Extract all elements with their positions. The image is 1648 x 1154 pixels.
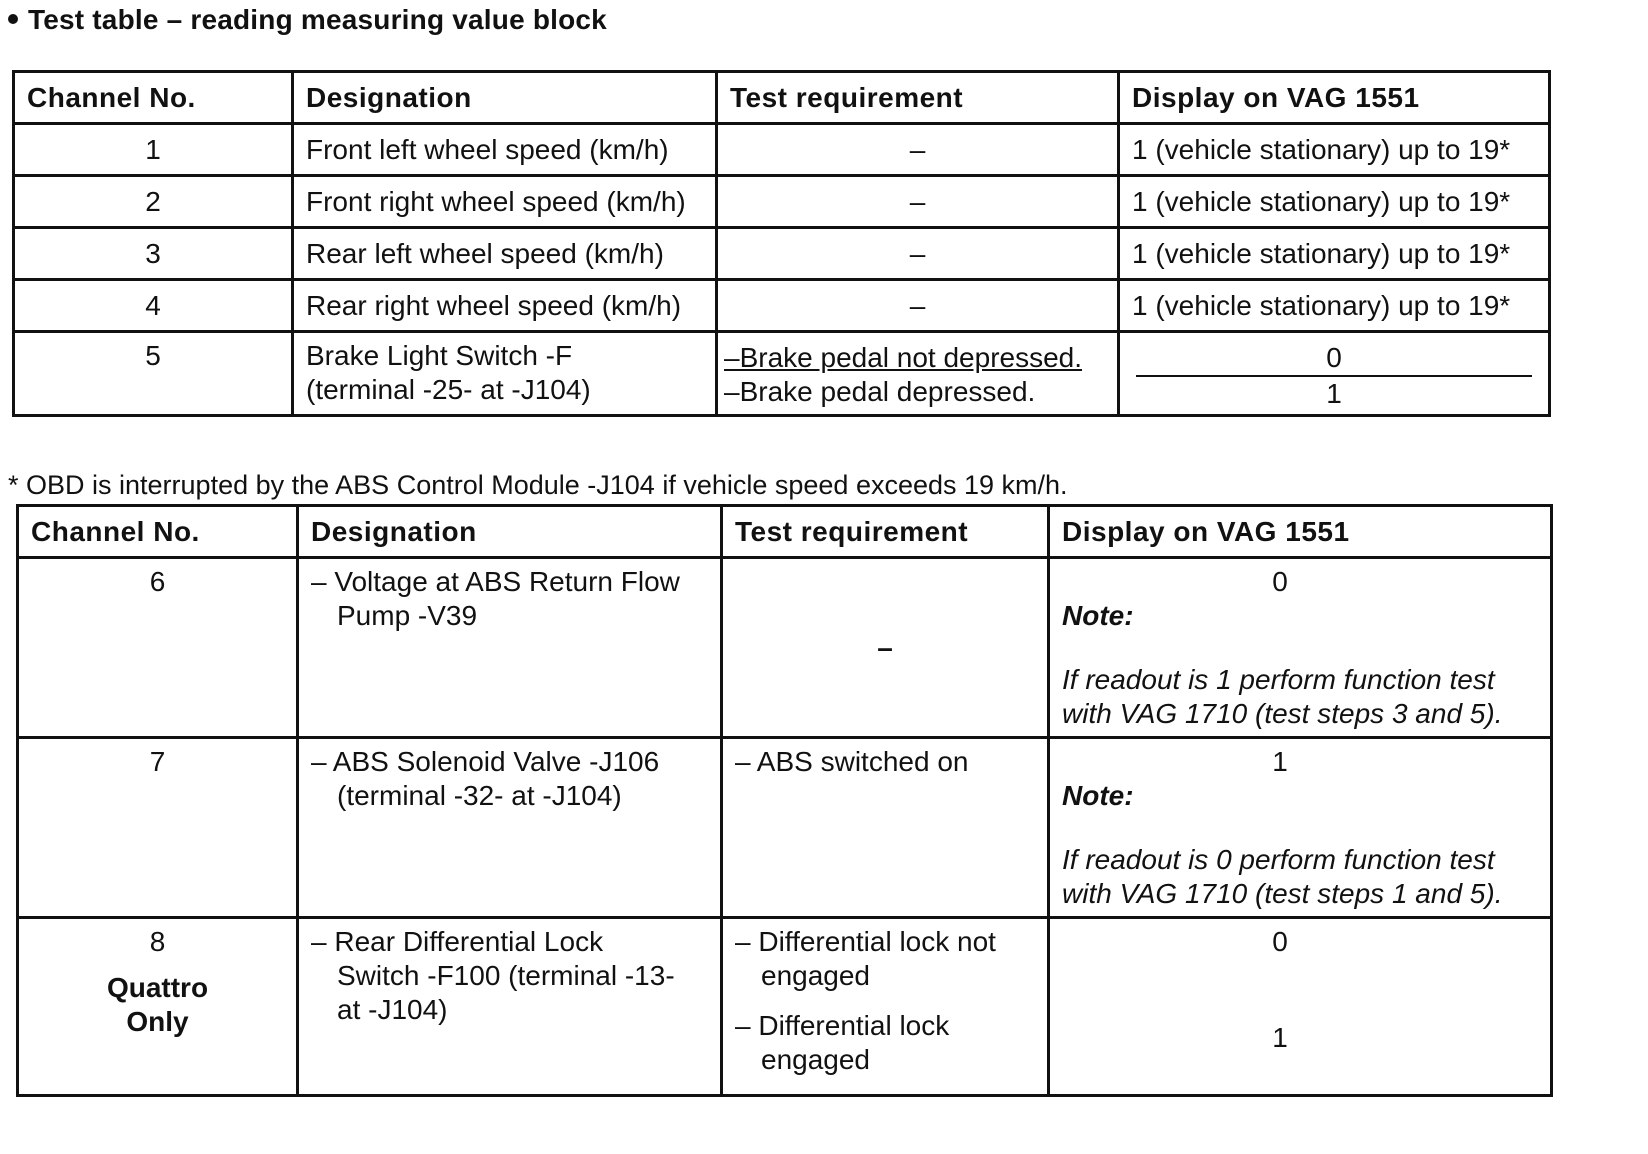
requirement-line: engaged <box>761 960 871 991</box>
requirement-line: –Brake pedal not depressed. <box>724 342 1083 373</box>
channel-cell: 4 <box>12 278 294 333</box>
display-value: 0 <box>1272 926 1288 957</box>
table-row: 4 Rear right wheel speed (km/h) – 1 (veh… <box>12 278 1551 333</box>
requirement-cell: – <box>715 122 1120 177</box>
heading-text: Test table – reading measuring value blo… <box>28 4 607 35</box>
page-heading: Test table – reading measuring value blo… <box>8 4 607 36</box>
quattro-note: Only <box>126 1006 189 1037</box>
bullet-icon <box>8 13 18 24</box>
designation-cell: Rear right wheel speed (km/h) <box>291 278 718 333</box>
header-designation: Designation <box>296 504 723 559</box>
designation-line: (terminal -32- at -J104) <box>337 780 622 811</box>
display-cell: 0 1 <box>1117 330 1551 417</box>
table-row: 8 Quattro Only – Rear Differential Lock … <box>16 916 1553 1097</box>
designation-cell: – ABS Solenoid Valve -J106 (terminal -32… <box>296 736 723 919</box>
designation-cell: – Rear Differential Lock Switch -F100 (t… <box>296 916 723 1097</box>
designation-line: Switch -F100 (terminal -13- <box>337 960 675 991</box>
channel-cell: 3 <box>12 226 294 281</box>
channel-cell: 5 <box>12 330 294 417</box>
note-text: If readout is 0 perform function test <box>1062 844 1495 875</box>
display-cell: 1 (vehicle stationary) up to 19* <box>1117 226 1551 281</box>
requirement-line: –Brake pedal depressed. <box>724 376 1036 407</box>
header-requirement: Test requirement <box>715 70 1120 125</box>
channel-cell: 8 Quattro Only <box>16 916 299 1097</box>
designation-cell: Rear left wheel speed (km/h) <box>291 226 718 281</box>
quattro-note: Quattro <box>106 972 209 1003</box>
requirement-line: – Differential lock not <box>735 926 996 957</box>
header-display: Display on VAG 1551 <box>1117 70 1551 125</box>
requirement-cell: – <box>715 278 1120 333</box>
display-cell: 1 (vehicle stationary) up to 19* <box>1117 174 1551 229</box>
table-row: 5 Brake Light Switch -F (terminal -25- a… <box>12 330 1551 417</box>
channel-cell: 7 <box>16 736 299 919</box>
requirement-line: – Differential lock <box>735 1010 950 1041</box>
display-cell: 0 Note: If readout is 1 perform function… <box>1047 556 1553 739</box>
table-row: 1 Front left wheel speed (km/h) – 1 (veh… <box>12 122 1551 177</box>
note-text: with VAG 1710 (test steps 3 and 5). <box>1062 698 1503 729</box>
channel-number: 8 <box>149 926 166 957</box>
table-row: 3 Rear left wheel speed (km/h) – 1 (vehi… <box>12 226 1551 281</box>
table-header-row: Channel No. Designation Test requirement… <box>16 504 1553 559</box>
header-display: Display on VAG 1551 <box>1047 504 1553 559</box>
designation-line: at -J104) <box>337 994 448 1025</box>
display-cell: 1 (vehicle stationary) up to 19* <box>1117 278 1551 333</box>
designation-line: Brake Light Switch -F <box>306 340 573 371</box>
table-header-row: Channel No. Designation Test requirement… <box>12 70 1551 125</box>
designation-line: – ABS Solenoid Valve -J106 <box>311 746 660 777</box>
designation-cell: Front left wheel speed (km/h) <box>291 122 718 177</box>
display-cell: 1 (vehicle stationary) up to 19* <box>1117 122 1551 177</box>
channel-cell: 6 <box>16 556 299 739</box>
requirement-cell: – Differential lock not engaged – Differ… <box>720 916 1050 1097</box>
header-channel: Channel No. <box>16 504 299 559</box>
header-requirement: Test requirement <box>720 504 1050 559</box>
designation-cell: Front right wheel speed (km/h) <box>291 174 718 229</box>
requirement-cell: – <box>715 174 1120 229</box>
channel-cell: 1 <box>12 122 294 177</box>
note-text: with VAG 1710 (test steps 1 and 5). <box>1062 878 1503 909</box>
display-cell: 0 1 <box>1047 916 1553 1097</box>
designation-line: Pump -V39 <box>337 600 478 631</box>
requirement-cell: –Brake pedal not depressed. –Brake pedal… <box>715 330 1120 417</box>
display-value: 1 <box>1326 378 1342 409</box>
designation-line: (terminal -25- at -J104) <box>306 374 591 405</box>
display-cell: 1 Note: If readout is 0 perform function… <box>1047 736 1553 919</box>
table-row: 6 – Voltage at ABS Return Flow Pump -V39… <box>16 556 1553 739</box>
requirement-cell: – <box>715 226 1120 281</box>
table-row: 7 – ABS Solenoid Valve -J106 (terminal -… <box>16 736 1553 919</box>
requirement-cell: – ABS switched on <box>720 736 1050 919</box>
table-row: 2 Front right wheel speed (km/h) – 1 (ve… <box>12 174 1551 229</box>
display-value: 1 <box>1272 1022 1288 1053</box>
designation-line: – Voltage at ABS Return Flow <box>311 566 680 597</box>
designation-cell: – Voltage at ABS Return Flow Pump -V39 <box>296 556 723 739</box>
measuring-table-1: Channel No. Designation Test requirement… <box>12 70 1551 417</box>
note-label: Note: <box>1062 780 1134 811</box>
display-value: 1 <box>1272 746 1288 777</box>
designation-cell: Brake Light Switch -F (terminal -25- at … <box>291 330 718 417</box>
requirement-cell: – <box>720 556 1050 739</box>
channel-cell: 2 <box>12 174 294 229</box>
header-channel: Channel No. <box>12 70 294 125</box>
designation-line: – Rear Differential Lock <box>311 926 604 957</box>
display-value: 0 <box>1136 341 1532 377</box>
measuring-table-2: Channel No. Designation Test requirement… <box>16 504 1553 1097</box>
note-label: Note: <box>1062 600 1134 631</box>
note-text: If readout is 1 perform function test <box>1062 664 1495 695</box>
requirement-line: engaged <box>761 1044 871 1075</box>
header-designation: Designation <box>291 70 718 125</box>
footnote: * OBD is interrupted by the ABS Control … <box>8 470 1068 500</box>
display-value: 0 <box>1272 566 1288 597</box>
